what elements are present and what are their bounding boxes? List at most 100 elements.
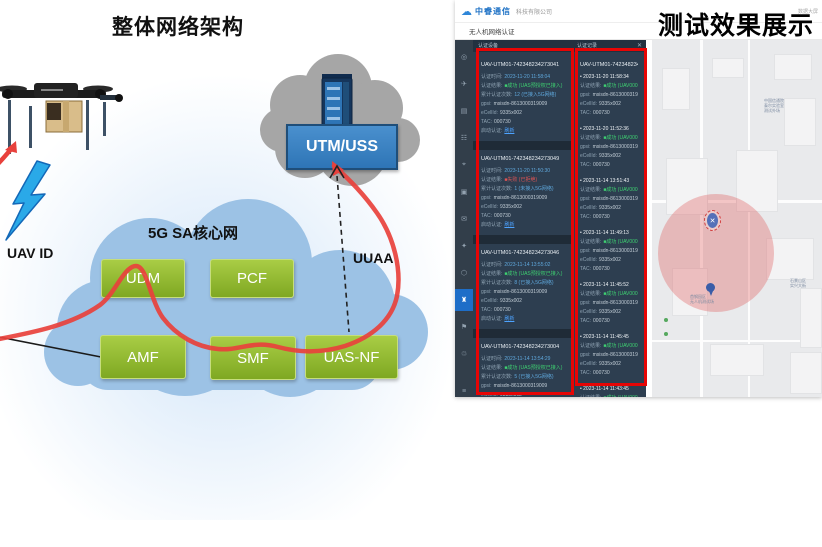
sidebar-icon-11[interactable]: ♲ [460,351,468,358]
field-label: eCellId: [481,392,498,397]
sidebar-icon-6[interactable]: ✉ [461,216,467,223]
sidebar-icon-1[interactable]: ✈ [461,81,467,88]
sidebar-icon-9[interactable]: ♜ [455,289,473,311]
field-label: 认证结果: [580,135,602,141]
record-field: gpsi:msisdn-8613000319009 [580,351,638,360]
field-value: ■成功 (UAS预授权已接入) [504,271,563,277]
field-value: msisdn-8613000319009 [493,383,548,389]
core-network-label: 5G SA核心网 [148,225,239,242]
entry-field: TAC:000730 [481,118,564,127]
record-time: • 2023-11-14 11:49:13 [580,230,629,236]
top-right-link[interactable]: 数据大屏 [797,9,818,15]
field-value: ■成功 (UAS预授权已接入) [504,365,563,371]
sidebar-icon-10[interactable]: ⚑ [460,324,468,331]
app-section-title: 测试效果展示 [658,12,815,40]
map-poi-dot [664,332,668,336]
map-building [712,58,744,78]
entry-field: 累计认证次数:8 (已接入5G网络) [481,279,564,288]
sidebar-icon-5[interactable]: ▣ [460,189,468,196]
tab-uav-network-auth[interactable]: 无人机网络认证 [469,29,515,36]
sidebar-icon-2[interactable]: ▤ [460,108,468,115]
map-pin-marker[interactable] [706,283,715,296]
record-field: eCellId:9335x002 [580,152,638,161]
field-label: 启动认证: [481,222,503,228]
field-label: 累计认证次数: [481,280,513,286]
field-value[interactable]: 刷新 [504,316,515,322]
map-road [700,40,703,397]
sidebar-icon-0[interactable]: ◎ [460,54,468,61]
utm-uss-box: UTM/USS [286,124,398,170]
map-building [766,238,814,280]
record-time: • 2023-11-14 11:45:45 [580,334,629,340]
field-value[interactable]: 刷新 [504,222,515,228]
sidebar-icon-7[interactable]: ✦ [461,243,467,250]
udm-box: UDM [101,259,185,298]
record-field: eCellId:9335x002 [580,100,638,109]
app-header: ☁ 中睿通信 科技有限公司 [455,0,822,23]
field-label: 认证时间: [481,262,503,268]
field-label: 认证结果: [580,83,602,89]
map-label-line: 泰尔实验室 [764,103,784,108]
record-field: gpsi:msisdn-8613000319009 [580,247,638,256]
entry-field: 启动认证:刷新 [481,221,564,230]
field-label: gpsi: [580,300,591,306]
app-sidebar: ◎ ✈ ▤ ☷ ⌖ ▣ ✉ ✦ ⬡ ♜ ⚑ ♲ ≡ [455,40,473,397]
map-building [710,344,764,376]
record-field: TAC:000730 [580,317,638,326]
record-field: TAC:000730 [580,369,638,378]
map-building [662,68,690,110]
sidebar-icon-3[interactable]: ☷ [460,135,468,142]
field-label: TAC: [580,162,592,168]
field-label: TAC: [580,110,592,116]
field-label: 认证时间: [481,74,503,80]
field-value: msisdn-8613000319009 [493,101,548,107]
sidebar-icon-4[interactable]: ⌖ [462,161,466,168]
entry-field: 启动认证:刷新 [481,127,564,136]
entry-field: eCellId:9335x002 [481,203,564,212]
record-result: 认证结果:■成功 (UAV00001已接入) [580,82,638,91]
field-value: 000730 [494,119,511,125]
sidebar-collapse-icon[interactable]: ≡ [461,388,467,395]
map-poi-dot [664,318,668,322]
record-field: TAC:000730 [580,109,638,118]
field-value: 9335x002 [499,110,522,116]
field-value: 2023-11-14 13:54:29 [504,356,551,362]
entry-field: eCellId:9335x002 [481,391,564,397]
map-canvas[interactable]: ✕ 中国信通院泰尔实验室测试外场首钢园区无人机测试场石景山区实兴大街 [652,40,822,397]
entry-field: eCellId:9335x002 [481,297,564,306]
field-label: TAC: [580,370,592,376]
entry-field: 启动认证:刷新 [481,315,564,324]
field-value: msisdn-8613000319009 [592,196,638,202]
field-label: eCellId: [580,257,597,263]
field-value: 2023-11-20 11:58:04 [504,74,551,80]
sidebar-icon-8[interactable]: ⬡ [460,270,468,277]
field-value[interactable]: 刷新 [504,128,515,134]
record-field: gpsi:msisdn-8613000319009 [580,91,638,100]
field-value: 5 (已接入5G网络) [514,374,554,380]
field-label: 认证结果: [481,177,503,183]
map-label-1: 首钢园区无人机测试场 [690,294,714,304]
close-icon[interactable]: ✕ [636,43,642,49]
map-building [666,158,708,215]
field-value: 9335x002 [598,101,621,107]
uav-denied-marker[interactable]: ✕ [704,210,721,231]
field-value: 9335x002 [598,309,621,315]
field-label: gpsi: [481,289,492,295]
field-label: eCellId: [580,101,597,107]
uav-device-id: UAV-UTM01-742348234273046 [481,250,560,256]
field-label: 认证结果: [580,187,602,193]
field-label: TAC: [580,266,592,272]
entry-field: 累计认证次数:12 (已接入5G网络) [481,91,564,100]
uav-device-id: UAV-UTM01-742348234273004 [481,344,560,350]
